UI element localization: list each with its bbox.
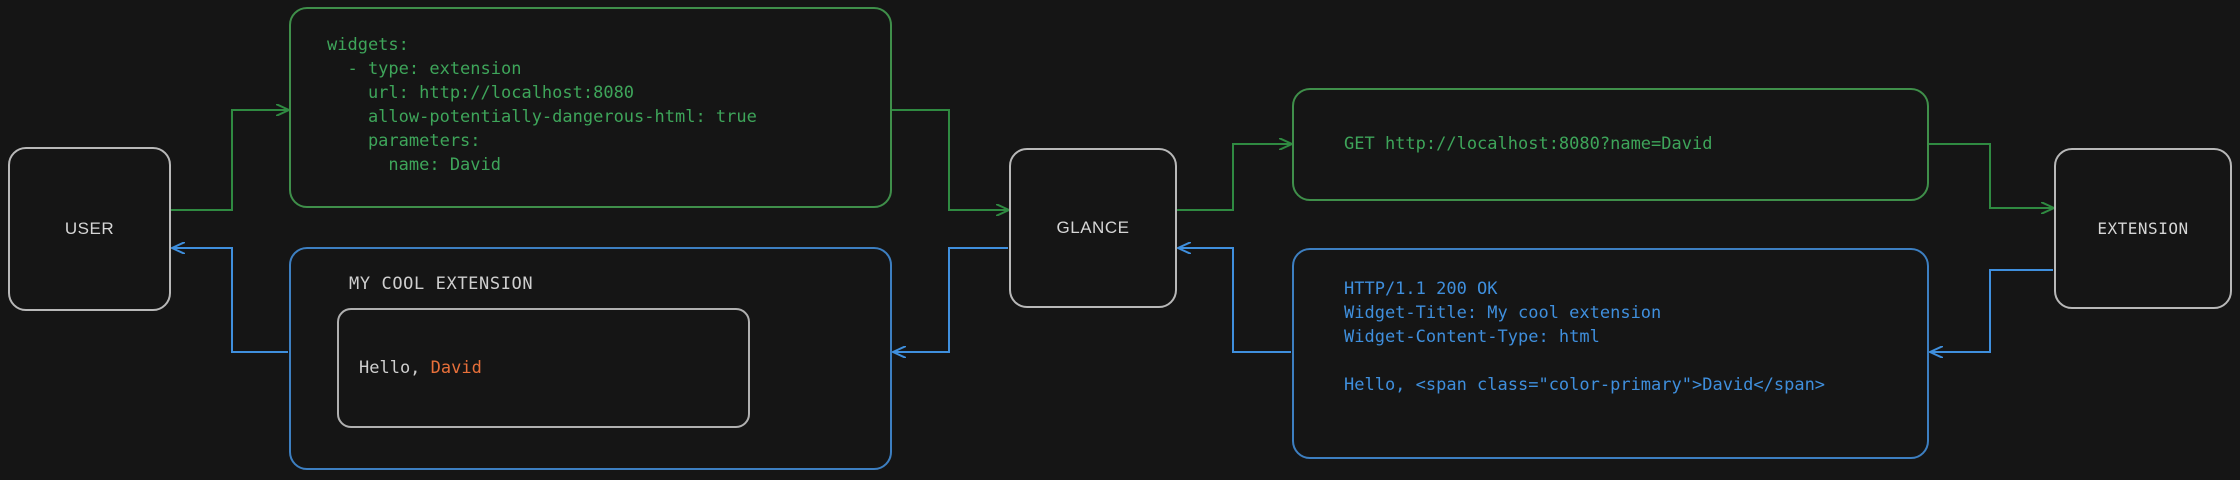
node-user-label: USER: [64, 219, 115, 238]
widget-greeting-name: David: [430, 358, 482, 378]
widget-title: MY COOL EXTENSION: [349, 274, 534, 294]
widget-greeting: Hello, David: [339, 358, 482, 378]
node-user[interactable]: USER: [8, 147, 171, 311]
wire-response-to-glance: [1179, 248, 1291, 353]
http-get-request-box: GET http://localhost:8080?name=David: [1292, 88, 1929, 201]
node-glance-label: GLANCE: [1056, 218, 1130, 237]
glance-yaml-config-box: widgets: - type: extension url: http://l…: [289, 7, 892, 208]
node-extension[interactable]: EXTENSION: [2054, 148, 2232, 309]
http-get-request-text: GET http://localhost:8080?name=David: [1344, 134, 1713, 154]
wire-config-to-glance: [892, 109, 1008, 210]
wire-user-to-config: [171, 110, 288, 211]
node-extension-label: EXTENSION: [2097, 219, 2189, 238]
wire-glance-to-widget: [894, 247, 1008, 352]
glance-yaml-config-text: widgets: - type: extension url: http://l…: [327, 35, 757, 175]
widget-greeting-prefix: Hello,: [359, 358, 431, 378]
rendered-widget-box: MY COOL EXTENSION Hello, David: [289, 247, 892, 470]
wire-request-to-extension: [1929, 143, 2053, 208]
wire-glance-to-request: [1177, 144, 1291, 211]
node-glance[interactable]: GLANCE: [1009, 148, 1177, 308]
wire-widget-to-user: [173, 248, 288, 353]
wire-extension-to-response: [1931, 269, 2053, 352]
http-response-box: HTTP/1.1 200 OK Widget-Title: My cool ex…: [1292, 248, 1929, 459]
http-response-text: HTTP/1.1 200 OK Widget-Title: My cool ex…: [1344, 279, 1826, 395]
widget-body: Hello, David: [337, 308, 750, 428]
